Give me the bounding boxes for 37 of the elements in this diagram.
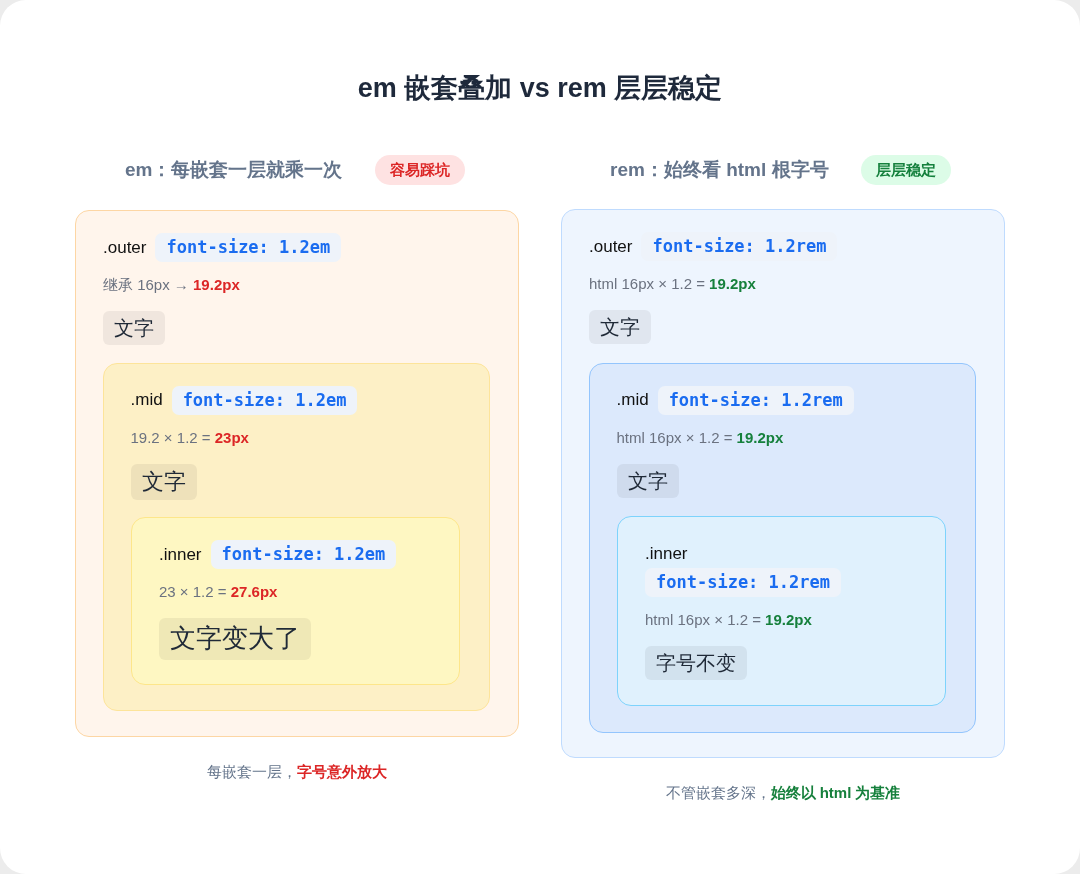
computed-size-formula: 23 × 1.2 = 27.6px [159,582,278,602]
css-declaration: font-size: 1.2em [155,233,342,262]
class-name: .inner [159,543,202,566]
nested-box [102,362,490,711]
computed-size-formula: 19.2 × 1.2 = 23px [130,427,249,448]
sample-text: 文字 [589,310,651,344]
computed-size-formula: html 16px × 1.2 = 19.2px [645,610,812,630]
section-heading: rem：始终看 html 根字号 [610,158,829,182]
class-name: .outer [103,236,147,259]
nested-box [131,517,460,685]
computed-size-formula: html 16px × 1.2 = 19.2px [589,274,756,294]
sample-text: 文字 [103,311,165,345]
computed-size-formula: 继承 16px → 19.2px [103,275,240,295]
css-declaration: font-size: 1.2rem [657,385,854,415]
class-name: .mid [616,389,649,411]
nested-box [617,516,946,706]
sample-text: 文字变大了 [159,618,311,660]
title: em 嵌套叠加 vs rem 层层稳定 [357,72,723,105]
section-heading: em：每嵌套一层就乘一次 [125,158,343,182]
class-name: .mid [130,389,163,411]
status-badge: 层层稳定 [861,155,951,185]
nested-box [561,209,1005,758]
sample-text: 文字 [130,463,197,501]
computed-size-formula: html 16px × 1.2 = 19.2px [616,427,784,448]
summary-note: 每嵌套一层，字号意外放大 [207,762,387,782]
nested-box [75,210,519,737]
nested-box [588,362,976,733]
class-name: .outer [589,235,633,258]
summary-note: 不管嵌套多深，始终以 html 为基准 [665,783,901,803]
css-declaration: font-size: 1.2em [171,385,358,415]
css-declaration: font-size: 1.2rem [645,568,841,597]
sample-text: 文字 [616,463,679,498]
class-name: .inner [645,543,688,565]
sample-text: 字号不变 [645,646,747,680]
warning-badge: 容易踩坑 [375,155,465,185]
css-declaration: font-size: 1.2em [210,540,397,569]
css-declaration: font-size: 1.2rem [641,232,838,261]
